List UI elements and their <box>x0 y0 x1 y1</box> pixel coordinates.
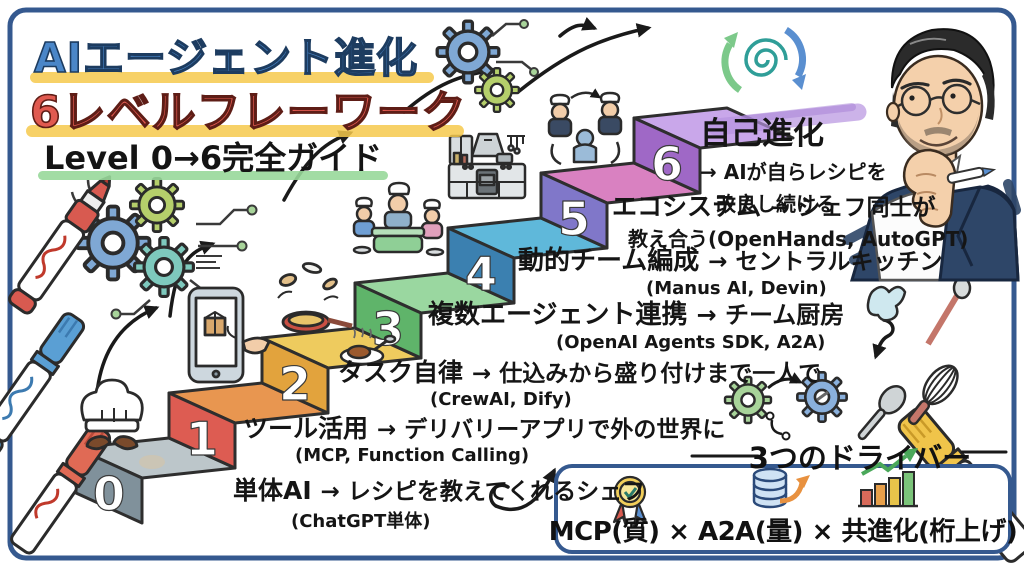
level-6-line3: 改良し続ける <box>716 191 836 216</box>
level-3-text: 複数エージェント連携 → チーム厨房 (OpenAI Agents SDK, A2… <box>428 300 845 354</box>
level-3-keyword: 複数エージェント連携 <box>428 300 688 330</box>
level-6-keyword: 自己進化 <box>700 116 824 152</box>
steam-icon <box>353 327 372 339</box>
level-3-sub: (OpenAI Agents SDK, A2A) <box>556 332 826 354</box>
range-hood-icon <box>470 132 506 158</box>
bar-chart-growth-icon <box>858 448 918 508</box>
gear-icon <box>473 66 521 114</box>
level-0-desc: → レシピを教えてくれるシェフ <box>320 479 646 505</box>
title-underline-yellow-2 <box>26 125 464 137</box>
hand-with-pen <box>902 148 997 228</box>
level-4-desc: → セントラルキッチン <box>708 249 943 275</box>
cloth-icon <box>866 285 907 322</box>
blue-marker-icon <box>0 312 86 456</box>
level-1-text: ツール活用 → デリバリーアプリで外の世界に (MCP, Function Cal… <box>243 414 726 467</box>
pot-icon <box>495 152 514 165</box>
ear <box>885 101 901 123</box>
title-line2: 6レベルフレーワーク <box>29 86 467 139</box>
smartphone-icon <box>187 286 271 384</box>
nose <box>937 107 943 125</box>
medal-icon <box>612 475 648 528</box>
hand-icon <box>241 336 271 355</box>
title-underline-green <box>38 171 388 180</box>
level-2-sub: (CrewAI, Dify) <box>430 389 572 411</box>
drivers-formula: MCP(質) × A2A(量) × 共進化(桁上げ) <box>548 517 1018 547</box>
level-6-line2: → AIが自らレシピを <box>700 159 887 184</box>
level-2-desc: → 仕込みから盛り付けまで一人で <box>472 361 822 387</box>
level-2-keyword: タスク自律 <box>338 358 464 387</box>
level-1-sub: (MCP, Function Calling) <box>295 445 530 467</box>
step-number: 6 <box>651 137 683 191</box>
mustache-icon <box>85 435 112 451</box>
chef-hat-icon <box>80 378 144 451</box>
step-number: 5 <box>558 192 590 246</box>
step-number: 1 <box>186 412 218 466</box>
border-frame <box>7 7 1017 561</box>
beard <box>898 112 979 158</box>
package-box-icon <box>203 311 227 337</box>
title-line1: AIエージェント進化 <box>33 33 419 83</box>
gear-flow-cluster-right <box>723 371 848 441</box>
level-0-keyword: 単体AI <box>233 476 312 505</box>
faint-dish-icon <box>139 455 165 469</box>
step-1: 1 <box>167 381 330 470</box>
step-5: 5 <box>539 161 702 250</box>
circuit-lines <box>491 22 533 71</box>
level-5-line2: 教え合う(OpenHands, AutoGPT) <box>628 227 969 252</box>
gear-icon <box>128 176 186 234</box>
swirl-arrow-to-drivers <box>489 467 556 512</box>
sharing-chefs-icon <box>547 88 623 166</box>
curry-plate-icon <box>339 327 397 366</box>
database-growth-icon <box>752 467 810 509</box>
pot-icon <box>372 234 424 254</box>
level-4-keyword: 動的チーム編成 <box>518 246 700 276</box>
level-0-text: 単体AI → レシピを教えてくれるシェフ (ChatGPT単体) <box>233 476 646 533</box>
wrench-icon <box>816 390 829 402</box>
level-1-desc: → デリバリーアプリで外の世界に <box>377 417 726 443</box>
frying-pan-icon <box>277 262 353 334</box>
spoon-icon <box>857 385 907 441</box>
level-6-text: 自己進化 → AIが自らレシピを 改良し続ける <box>700 118 887 217</box>
curved-arrow <box>516 23 652 94</box>
step-number: 0 <box>93 467 125 521</box>
down-curl-arrow <box>872 318 895 360</box>
level-0-sub: (ChatGPT単体) <box>291 511 431 533</box>
tossed-food-icon <box>277 262 339 301</box>
cooking-chefs-icon <box>352 181 445 257</box>
ladle-icon <box>925 276 972 346</box>
level-5-keyword: エコシステム <box>612 192 762 221</box>
smile <box>919 136 958 147</box>
drivers-box <box>554 448 1012 554</box>
portrait-illustration <box>843 28 1021 282</box>
purple-highlight-swoosh <box>707 103 867 136</box>
eyebrows <box>900 78 972 90</box>
red-marker-uncapped-icon <box>8 175 112 315</box>
level-3-desc: → チーム厨房 <box>696 301 845 329</box>
whisk-icon <box>907 364 959 426</box>
level-5-text: エコシステム → シェフ同士が 教え合う(OpenHands, AutoGPT) <box>612 192 969 252</box>
curved-arrow <box>767 372 803 390</box>
gear-circuit-cluster-top <box>435 19 539 114</box>
spiral-growth-icon <box>721 27 806 93</box>
step-number: 2 <box>279 357 311 411</box>
title-underline-yellow-1 <box>30 72 434 83</box>
step-number: 4 <box>465 247 497 301</box>
gear-icon <box>435 19 501 85</box>
step-4: 4 <box>446 216 609 305</box>
mustache <box>924 127 952 136</box>
level-4-sub: (Manus AI, Devin) <box>646 278 827 300</box>
level-2-text: タスク自律 → 仕込みから盛り付けまで一人で (CrewAI, Dify) <box>338 358 822 411</box>
circuit-nodes <box>519 19 539 77</box>
kitchen-utensils-cluster <box>857 276 972 441</box>
level-1-keyword: ツール活用 <box>243 414 369 443</box>
kitchen-counter-icon <box>447 132 527 200</box>
level-4-text: 動的チーム編成 → セントラルキッチン (Manus AI, Devin) <box>518 246 943 300</box>
drivers-title: 3つのドライバー <box>748 441 972 475</box>
level-5-desc: → シェフ同士が <box>770 195 936 221</box>
curved-arrow <box>558 16 598 38</box>
gear-icon <box>133 236 195 298</box>
title-line3: Level 0→6完全ガイド <box>44 139 383 177</box>
